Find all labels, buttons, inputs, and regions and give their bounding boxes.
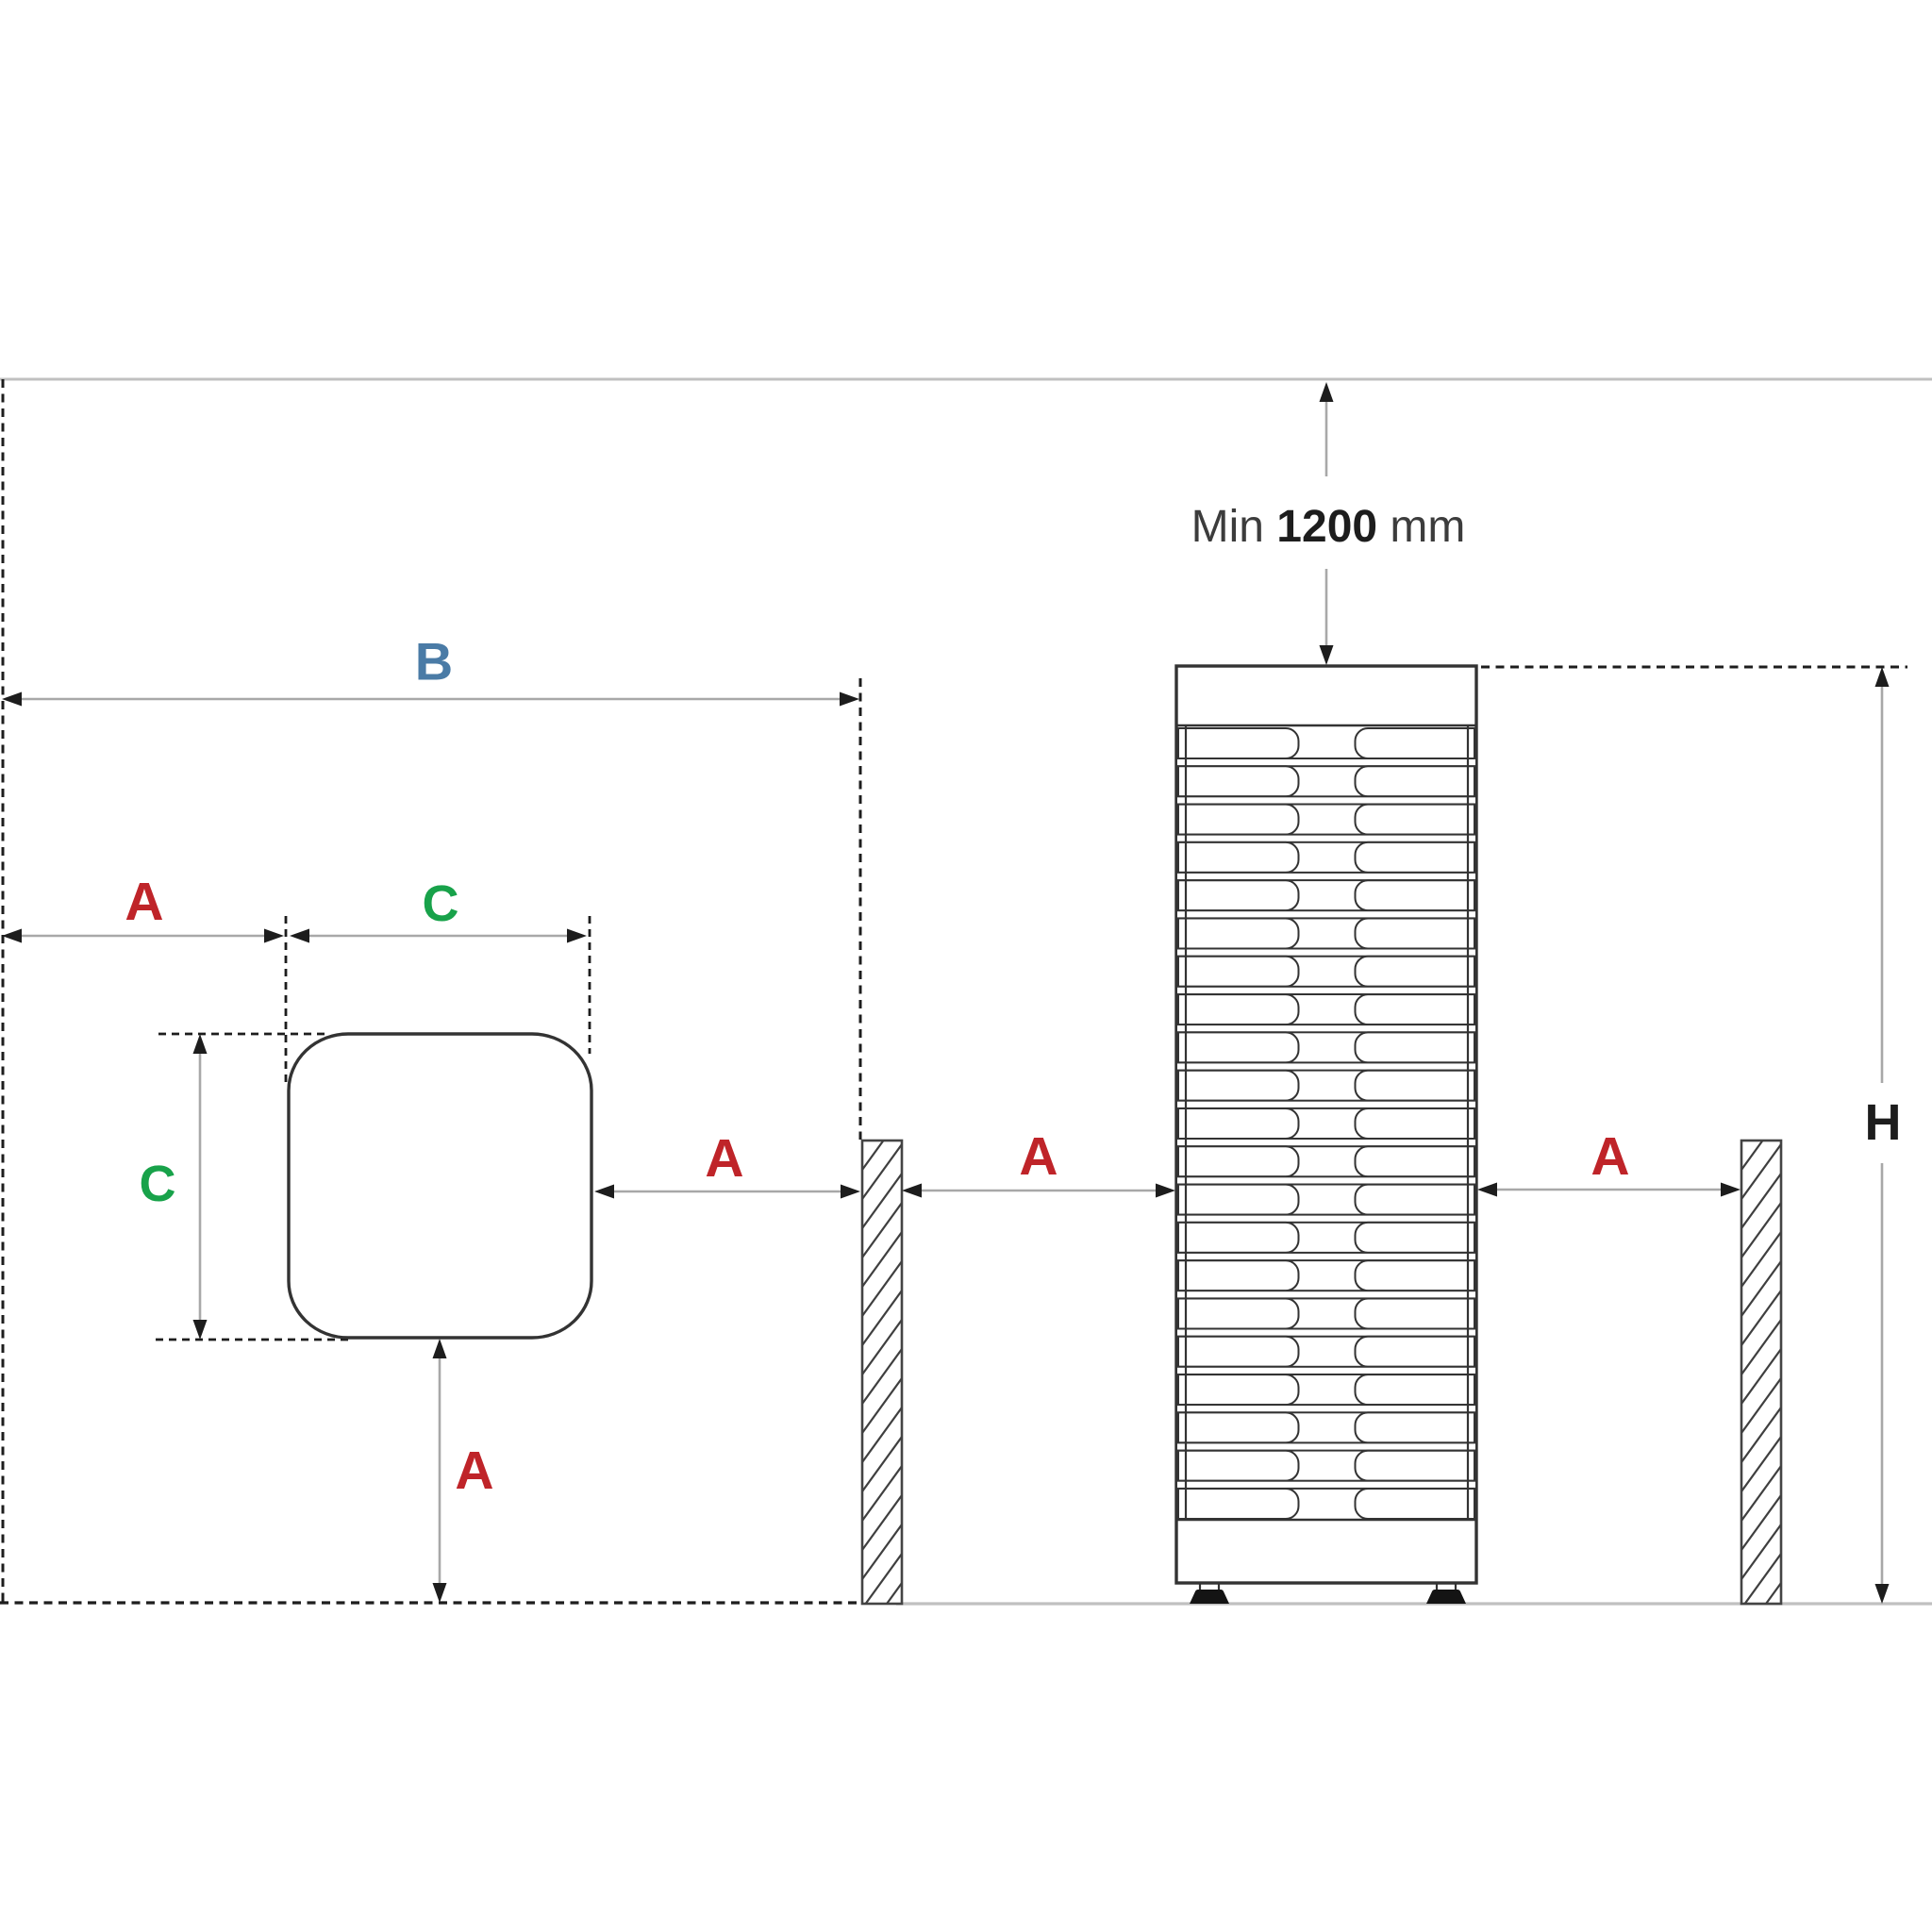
svg-text:C: C [140,1156,176,1212]
svg-text:Min 1200 mm: Min 1200 mm [1191,502,1466,552]
svg-text:A: A [125,872,163,932]
svg-text:A: A [705,1128,743,1189]
svg-text:H: H [1865,1094,1902,1151]
svg-text:A: A [455,1441,493,1501]
svg-text:A: A [1019,1126,1058,1187]
svg-text:B: B [415,632,453,691]
svg-text:C: C [423,875,459,932]
svg-text:A: A [1591,1126,1629,1187]
